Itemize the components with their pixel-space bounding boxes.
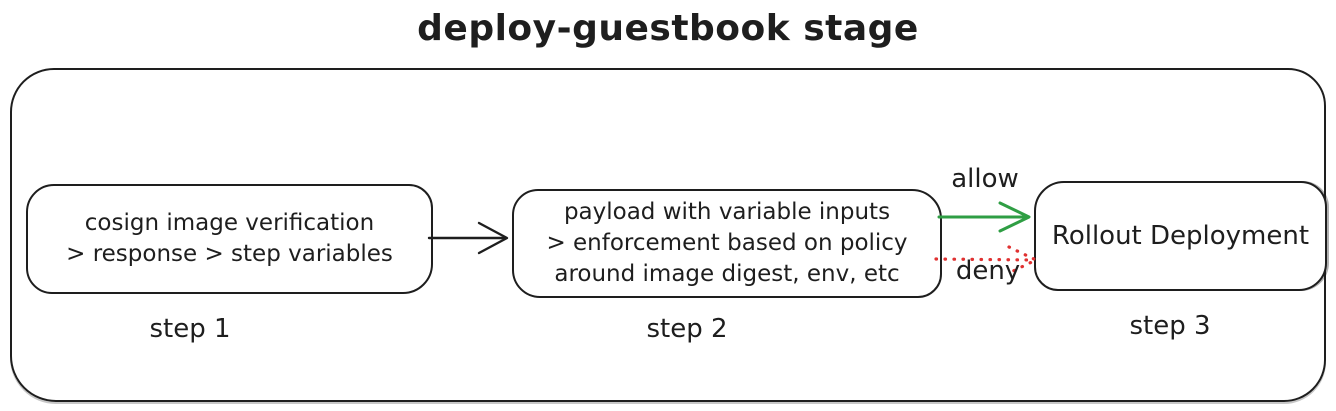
step-1-box: cosign image verification > response > s… <box>26 184 433 294</box>
step-1-text-line: cosign image verification <box>84 210 375 236</box>
step-3-box: Rollout Deployment <box>1034 181 1327 291</box>
deny-arrow-label: deny <box>955 256 1021 286</box>
step-3-text-line: Rollout Deployment <box>1051 221 1310 251</box>
diagram-title: deploy-guestbook stage <box>417 8 919 49</box>
step-1-label: step 1 <box>149 314 231 344</box>
step-3-label: step 3 <box>1129 311 1211 341</box>
step-2-text-line: > enforcement based on policy <box>546 230 908 256</box>
step-2-label: step 2 <box>646 314 728 344</box>
step-2-text-line: payload with variable inputs <box>563 199 891 225</box>
step-2-text-line: around image digest, env, etc <box>554 261 900 287</box>
allow-arrow-label: allow <box>951 164 1019 194</box>
step-1-text-line: > response > step variables <box>66 241 393 267</box>
step-2-box: payload with variable inputs > enforceme… <box>512 189 942 298</box>
